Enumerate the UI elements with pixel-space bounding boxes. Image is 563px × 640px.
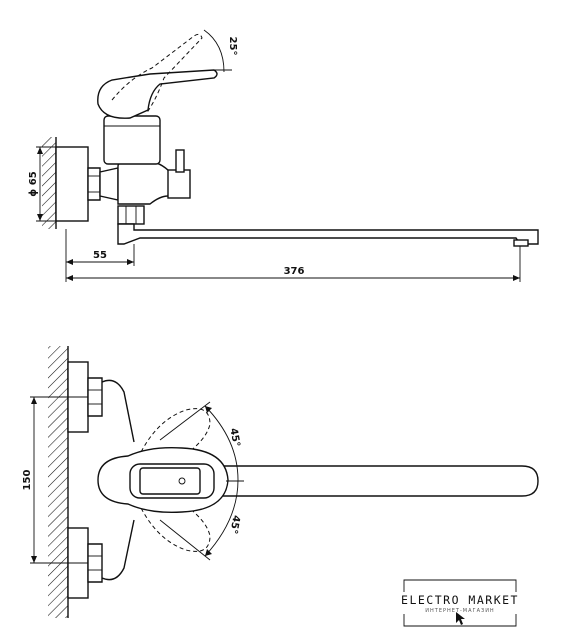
nut-lower [87,543,103,583]
angle-arc [204,405,239,557]
dim-376-label: 376 [284,266,305,277]
angle-upper-label: 45° [227,427,241,448]
wall-hatch-top [42,137,56,229]
lever-pos-lower [137,491,211,552]
mixer-body-top [117,161,171,205]
logo-main-text: ELECTRO MARKET [401,593,519,607]
dim-150-label: 150 [22,470,33,491]
electro-market-logo[interactable]: ELECTRO MARKET ИНТЕРНЕТ-МАГАЗИН [401,579,519,627]
dim-55-label: 55 [93,250,107,261]
cursor-icon [456,612,465,625]
lever-plan [139,467,201,495]
cartridge-housing [103,115,161,165]
lever-pos-upper [137,408,211,469]
logo-sub-text: ИНТЕРНЕТ-МАГАЗИН [425,608,494,614]
diameter-label: ϕ 65 [28,171,39,196]
wall-flange-top [55,146,89,222]
spout-bottom [199,465,539,497]
angle-25-label: 25° [227,37,238,56]
diverter-knob [167,169,191,199]
side-view: 25° ϕ 65 55 376 [28,29,539,282]
wall-hatch-bottom [48,346,68,618]
lever-dashed [111,33,203,115]
angle-lower-label: 45° [227,514,241,535]
nut-upper [87,377,103,417]
nut-top [87,167,101,201]
lever-solid [97,69,218,119]
plan-view: 45° 45° 150 [22,346,539,618]
spout-top [117,223,539,245]
spout-nut [117,205,145,225]
